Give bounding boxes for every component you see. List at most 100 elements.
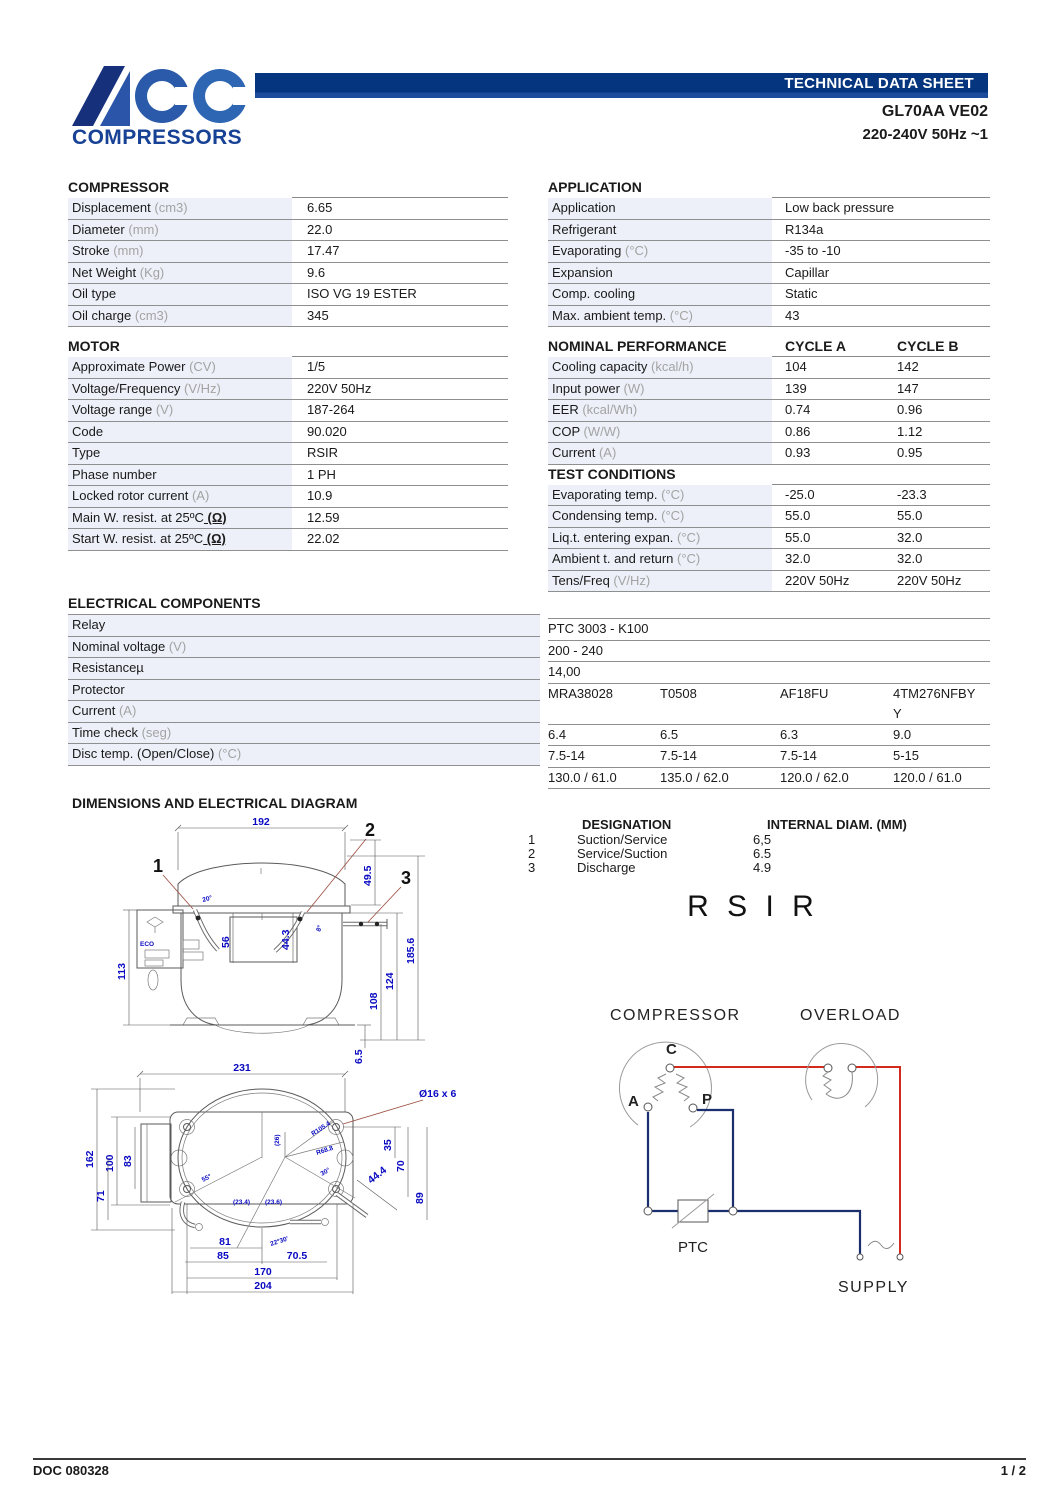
value-cycle-b: 142 xyxy=(897,359,919,374)
row-value: Low back pressure xyxy=(785,200,895,215)
value-cycle-b: -23.3 xyxy=(897,486,927,502)
column-header-cycle-b: CYCLE B xyxy=(897,338,959,354)
document-number: DOC 080328 xyxy=(33,1463,109,1478)
row-label: Code xyxy=(68,421,292,442)
row-value: 7.5-14 xyxy=(548,748,585,763)
row-value: 9.0 xyxy=(893,726,912,742)
section-title: ELECTRICAL COMPONENTS xyxy=(68,595,261,611)
row-label: Diameter (mm) xyxy=(68,219,292,240)
svg-text:R68.8: R68.8 xyxy=(315,1145,334,1157)
row-value: 120.0 / 62.0 xyxy=(780,769,849,785)
svg-text:100: 100 xyxy=(104,1154,116,1172)
value-cycle-a: -25.0 xyxy=(785,486,815,502)
table-row: Main W. resist. at 25ºC (Ω)12.59 xyxy=(68,507,508,529)
row-value: 6.65 xyxy=(307,200,333,215)
side-view: ECO 192 xyxy=(116,816,425,1064)
section-title: TEST CONDITIONS xyxy=(548,465,990,485)
top-view: (26) R105.4 R68.8 55° 30° 22°30' (23.4) … xyxy=(84,1062,457,1294)
acc-logo xyxy=(72,66,248,126)
row-label: Main W. resist. at 25ºC (Ω) xyxy=(68,507,292,528)
port-number: 1 xyxy=(528,832,536,847)
svg-text:89: 89 xyxy=(414,1192,426,1204)
row-value: 5-15 xyxy=(893,748,920,763)
section-title: COMPRESSOR xyxy=(68,178,508,198)
row-value: 220V 50Hz xyxy=(307,380,372,396)
row-label: Liq.t. entering expan. (°C) xyxy=(548,527,772,548)
page-number: 1 / 2 xyxy=(1000,1463,1026,1478)
svg-text:204: 204 xyxy=(254,1280,272,1292)
svg-text:113: 113 xyxy=(116,963,128,980)
table-row: Voltage range (V)187-264 xyxy=(68,400,508,422)
table-row: Diameter (mm)22.0 xyxy=(68,219,508,241)
value-cycle-a: 104 xyxy=(785,359,807,374)
row-label: Voltage range (V) xyxy=(68,400,292,421)
table-row: Voltage/Frequency (V/Hz)220V 50Hz xyxy=(68,378,508,400)
svg-text:35: 35 xyxy=(382,1139,394,1151)
row-value: 135.0 / 62.0 xyxy=(660,769,729,785)
table-row: PTC 3003 - K100 xyxy=(548,619,990,641)
svg-text:(23.6): (23.6) xyxy=(265,1199,282,1206)
row-value: 22.02 xyxy=(307,531,340,546)
row-value: -35 to -10 xyxy=(785,243,841,258)
row-label: Resistanceµ xyxy=(68,658,540,680)
svg-text:108: 108 xyxy=(368,992,380,1010)
row-value: 6.3 xyxy=(780,726,799,742)
row-label: Application xyxy=(548,198,772,219)
section-title: MOTOR xyxy=(68,337,508,357)
row-label: Displacement (cm3) xyxy=(68,198,292,219)
logo-c1 xyxy=(135,69,189,123)
value-cycle-b: 220V 50Hz xyxy=(897,572,962,588)
row-label: Time check (seg) xyxy=(68,722,540,744)
compressor-label: COMPRESSOR xyxy=(610,1007,741,1024)
value-cycle-b: 147 xyxy=(897,380,919,396)
row-value: 6.5 xyxy=(660,726,679,742)
row-value: 90.020 xyxy=(307,423,347,439)
table-row: Code 90.020 xyxy=(68,421,508,443)
table-row: 200 - 240 xyxy=(548,641,990,662)
row-label: Net Weight (Kg) xyxy=(68,262,292,283)
row-label: Protector xyxy=(68,679,540,701)
svg-text:30°: 30° xyxy=(319,1166,332,1178)
row-label: Disc temp. (Open/Close) (°C) xyxy=(68,744,540,766)
row-label: COP (W/W) xyxy=(548,421,772,442)
svg-text:(23.4): (23.4) xyxy=(233,1199,250,1206)
port-diameter: 6,5 xyxy=(753,832,772,847)
port-diameter: 4.9 xyxy=(753,860,772,875)
row-label: Relay xyxy=(68,615,540,637)
row-label: Locked rotor current (A) xyxy=(68,486,292,507)
column-header-cycle-a: CYCLE A xyxy=(785,338,846,354)
value-cycle-a: 55.0 xyxy=(785,529,811,545)
section-nominal-performance: NOMINAL PERFORMANCE CYCLE A CYCLE B Cool… xyxy=(548,337,990,592)
table-row: Start W. resist. at 25ºC (Ω)22.02 xyxy=(68,529,508,551)
table-row: Approximate Power (CV)1/5 xyxy=(68,357,508,379)
port-name: Service/Suction xyxy=(577,846,668,861)
svg-text:ECO: ECO xyxy=(140,941,154,948)
logo-a-body xyxy=(100,71,130,126)
row-value: 10.9 xyxy=(307,488,333,503)
svg-text:162: 162 xyxy=(84,1150,96,1168)
table-row: Application Low back pressure xyxy=(548,198,990,220)
row-value: 6.4 xyxy=(548,726,567,742)
table-row: 14,00 xyxy=(548,662,990,684)
row-value: 9.6 xyxy=(307,264,326,280)
svg-text:83: 83 xyxy=(122,1155,134,1167)
row-label: Oil type xyxy=(68,284,292,305)
row-value: 120.0 / 61.0 xyxy=(893,769,962,785)
row-label: Type xyxy=(68,443,292,464)
row-label: Input power (W) xyxy=(548,378,772,399)
value-cycle-a: 220V 50Hz xyxy=(785,572,850,588)
table-row: Evaporating (°C)-35 to -10 xyxy=(548,241,990,263)
